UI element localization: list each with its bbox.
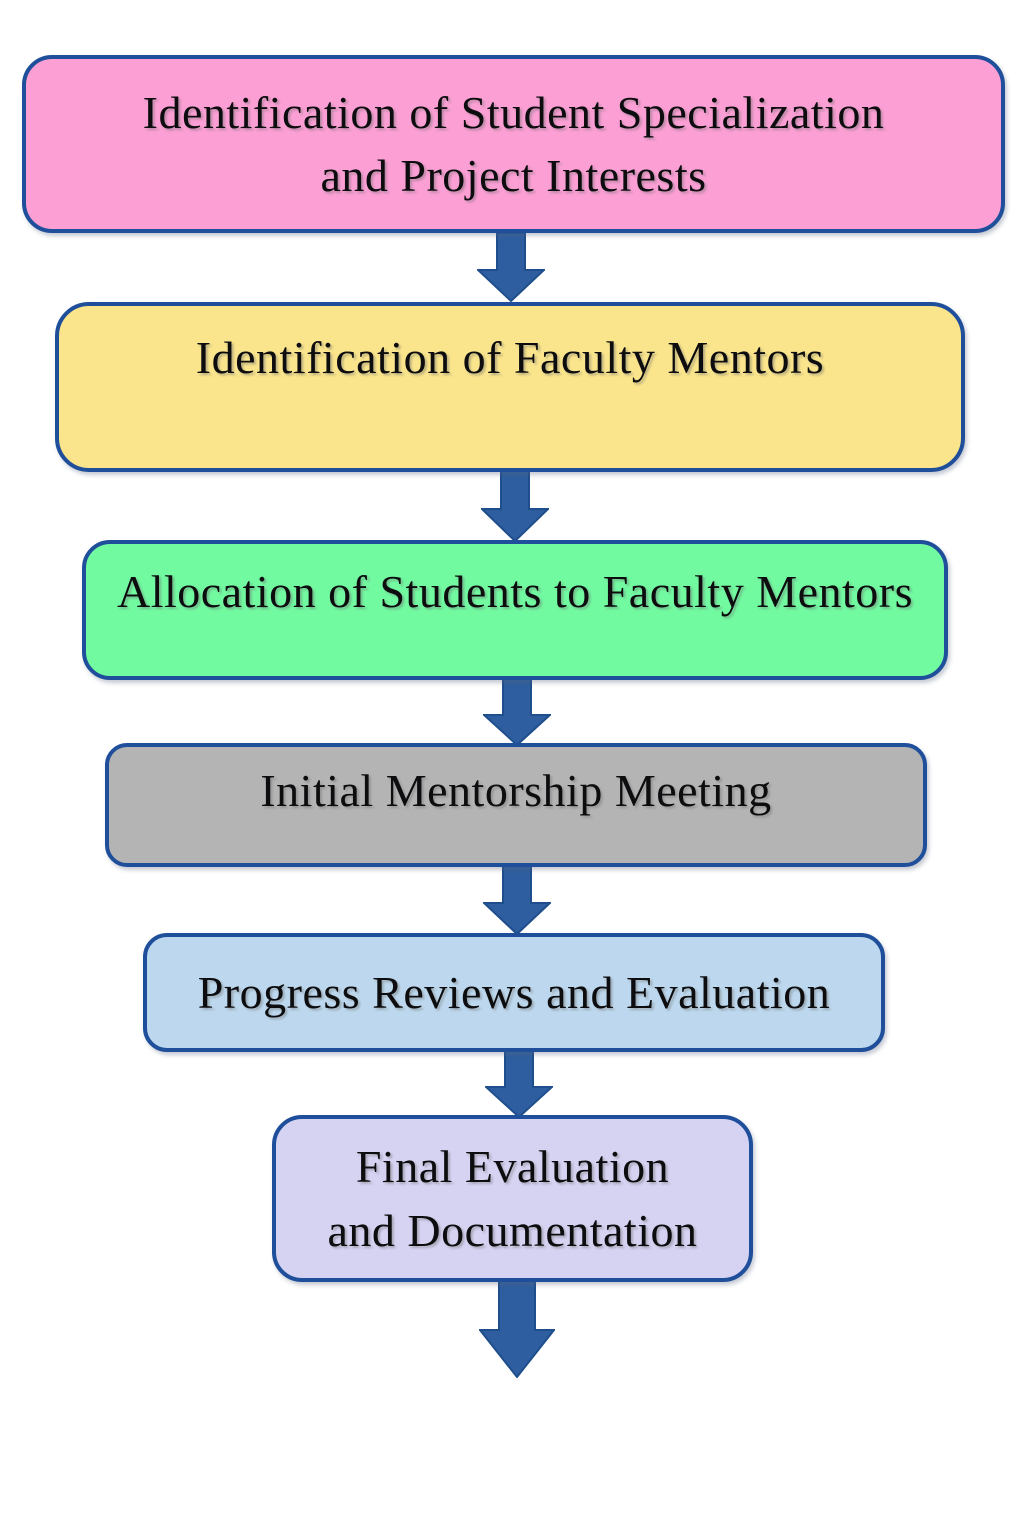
step-final-evaluation: Final Evaluation and Documentation <box>272 1115 753 1282</box>
down-arrow-icon <box>483 865 551 935</box>
step-label-line: and Documentation <box>327 1204 698 1256</box>
step-label-line: Initial Mentorship Meeting <box>260 765 772 816</box>
connector-final <box>479 1278 555 1378</box>
down-arrow-icon <box>481 470 549 542</box>
step-label-line: Identification of Faculty Mentors <box>195 332 825 383</box>
step-label-line: Identification of Student Specialization <box>142 86 885 138</box>
step-allocate-students: Allocation of Students to Faculty Mentor… <box>82 540 948 680</box>
down-arrow-icon <box>477 232 545 302</box>
step-initial-meeting: Initial Mentorship Meeting <box>105 743 927 867</box>
connector-1 <box>477 232 545 302</box>
down-arrow-icon <box>483 678 551 746</box>
connector-2 <box>481 470 549 542</box>
connector-3 <box>483 678 551 746</box>
step-label-line: Final Evaluation <box>355 1141 670 1193</box>
down-arrow-icon <box>479 1278 555 1378</box>
connector-5 <box>485 1050 553 1118</box>
down-arrow-icon <box>485 1050 553 1118</box>
step-identify-specialization: Identification of Student Specialization… <box>22 55 1005 233</box>
step-progress-reviews: Progress Reviews and Evaluation <box>143 933 885 1052</box>
connector-4 <box>483 865 551 935</box>
step-label-line: Allocation of Students to Faculty Mentor… <box>116 566 914 617</box>
step-label-line: and Project Interests <box>320 150 707 201</box>
step-label-line: Progress Reviews and Evaluation <box>197 966 831 1018</box>
step-identify-mentors: Identification of Faculty Mentors <box>55 302 965 472</box>
